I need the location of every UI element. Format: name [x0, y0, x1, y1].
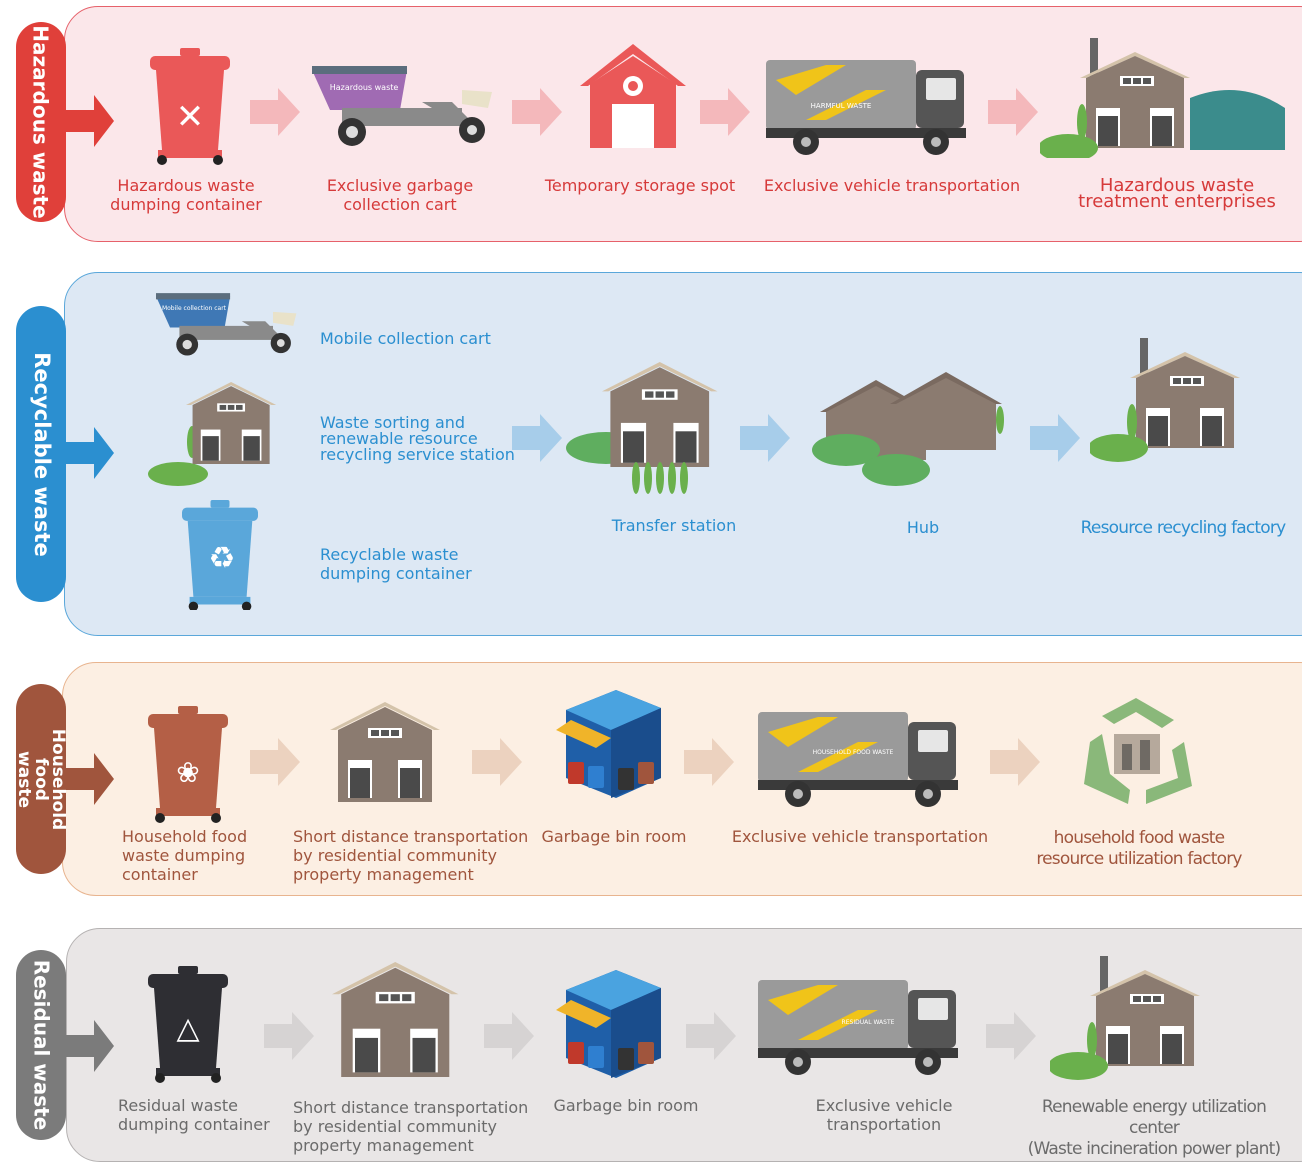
residual-step-2-label: Short distance transportation by residen…: [293, 1098, 529, 1155]
hub-icon: [812, 372, 1004, 486]
residual-bin-room-icon: [556, 970, 661, 1078]
hazardous-step-5-label: Hazardous waste treatment enterprises: [1078, 175, 1276, 212]
storage-barn-icon: [580, 44, 686, 148]
recyclable-cart-text: Mobile collection cart: [162, 305, 227, 312]
residual-step-4-label: Exclusive vehicle transportation: [815, 1096, 953, 1134]
food-truck-text: HOUSEHOLD FOOD WASTE: [813, 749, 894, 756]
recyclable-tab-arrow-stem: [66, 442, 96, 464]
recyclable-bin-icon: ♻: [182, 500, 258, 610]
arrow-icon: [264, 1012, 314, 1060]
recyclable-source-1-label: Mobile collection cart: [320, 329, 491, 348]
recyclable-step-1-label: Transfer station: [611, 516, 737, 535]
hazardous-cart-icon: Hazardous waste: [312, 66, 492, 146]
residual-truck-text: RESIDUAL WASTE: [842, 1019, 895, 1026]
arrow-icon: [472, 738, 522, 786]
food-utilization-factory-icon: [1084, 698, 1192, 804]
residual-step-5-label: Renewable energy utilization center (Was…: [1027, 1097, 1281, 1159]
svg-text:✕: ✕: [176, 97, 205, 137]
recyclable-tab-arrow: [94, 427, 114, 479]
hazardous-step-4-label: Exclusive vehicle transportation: [763, 176, 1021, 195]
food-short-transport-building-icon: [330, 702, 440, 802]
svg-text:♻: ♻: [209, 541, 236, 576]
hazardous-truck-text: HARMFUL WASTE: [811, 102, 872, 110]
food-step-2-label: Short distance transportation by residen…: [293, 827, 529, 884]
food-bin-room-icon: [556, 690, 661, 798]
food-tab-arrow: [94, 753, 114, 805]
hazardous-step-3-label: Temporary storage spot: [544, 176, 736, 195]
arrow-icon: [686, 1012, 736, 1060]
hazardous-bin-icon: ✕: [150, 48, 230, 165]
hazardous-tab-label: Hazardous waste: [29, 25, 53, 219]
food-tab: Household food waste: [14, 684, 69, 874]
arrow-icon: [684, 738, 734, 786]
recyclable-tab: Recyclable waste: [16, 306, 66, 602]
hazardous-cart-text: Hazardous waste: [330, 83, 399, 92]
residual-tab-label: Residual waste: [29, 959, 54, 1131]
food-tab-arrow-stem: [66, 768, 96, 790]
arrow-icon: [986, 1012, 1036, 1060]
residual-tab-arrow-stem: [66, 1035, 96, 1057]
svg-text:❀: ❀: [176, 756, 199, 789]
recyclable-step-3-label: Resource recycling factory: [1080, 518, 1286, 538]
recyclable-tab-label: Recyclable waste: [29, 351, 54, 557]
arrow-icon: [250, 738, 300, 786]
hazardous-tab-arrow-stem: [66, 110, 96, 132]
recyclable-step-2-label: Hub: [906, 518, 940, 537]
arrow-icon: [700, 88, 750, 136]
sorting-station-icon: [148, 382, 277, 486]
transfer-station-icon: [566, 362, 718, 494]
arrow-icon: [1030, 414, 1080, 462]
hazardous-truck-icon: HARMFUL WASTE: [766, 60, 966, 155]
arrow-icon: [484, 1012, 534, 1060]
hazardous-treatment-factory-icon: [1040, 38, 1285, 158]
arrow-icon: [250, 88, 300, 136]
food-bin-icon: ❀: [148, 706, 228, 823]
hazardous-step-1-label: Hazardous waste dumping container: [110, 176, 262, 214]
food-step-5-label: household food waste resource utilizatio…: [1036, 828, 1242, 869]
residual-step-1-label: Residual waste dumping container: [118, 1096, 270, 1134]
incineration-plant-icon: [1050, 956, 1200, 1080]
food-step-1-label: Household food waste dumping container: [122, 827, 248, 884]
food-step-3-label: Garbage bin room: [541, 827, 687, 846]
arrow-icon: [740, 414, 790, 462]
residual-tab-arrow: [94, 1020, 114, 1072]
food-truck-icon: HOUSEHOLD FOOD WASTE: [758, 712, 958, 807]
arrow-icon: [512, 88, 562, 136]
food-tab-label: Household food waste: [14, 728, 69, 830]
residual-short-transport-building-icon: [332, 962, 459, 1077]
recyclable-source-3-label: Recyclable waste dumping container: [320, 545, 472, 583]
residual-bin-icon: △: [148, 966, 228, 1083]
residual-step-3-label: Garbage bin room: [553, 1096, 699, 1115]
hazardous-tab-arrow: [94, 95, 114, 147]
arrow-icon: [512, 414, 562, 462]
residual-truck-icon: RESIDUAL WASTE: [758, 980, 958, 1075]
recyclable-source-2-label: Waste sorting and renewable resource rec…: [320, 413, 515, 464]
hazardous-step-2-label: Exclusive garbage collection cart: [326, 176, 474, 214]
residual-tab: Residual waste: [16, 950, 66, 1140]
arrow-icon: [988, 88, 1038, 136]
svg-text:△: △: [176, 1011, 199, 1046]
resource-recycling-factory-icon: [1090, 338, 1240, 462]
arrow-icon: [990, 738, 1040, 786]
mobile-collection-cart-icon: Mobile collection cart: [156, 293, 297, 356]
hazardous-tab: Hazardous waste: [16, 22, 66, 222]
food-step-4-label: Exclusive vehicle transportation: [731, 827, 989, 846]
